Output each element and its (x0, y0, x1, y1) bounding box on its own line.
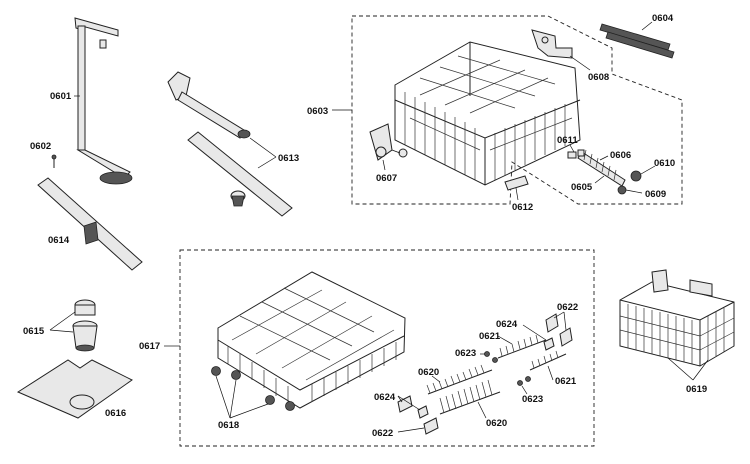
label-0620-upper: 0620 (418, 367, 439, 378)
label-0623-lower: 0623 (522, 394, 543, 405)
label-0621-lower: 0621 (555, 376, 577, 387)
leader-0604 (641, 21, 653, 31)
leader-0618c (229, 403, 269, 419)
label-0622-upper: 0622 (557, 302, 578, 313)
leader-0622a (553, 311, 565, 319)
label-0623-upper: 0623 (455, 348, 476, 359)
leader-0624a (522, 324, 547, 341)
spray-arm-assembly-0613 (167, 71, 293, 217)
leader-0615a (49, 311, 76, 331)
leader-0620a (431, 375, 441, 383)
leader-0623b (521, 385, 528, 395)
leader-0621b (547, 365, 554, 381)
label-0618: 0618 (218, 420, 239, 431)
label-0602: 0602 (30, 141, 51, 152)
cutlery-basket-0619 (619, 269, 735, 367)
end-cap-0624-lower (397, 395, 429, 419)
lower-rack-group-outline (179, 249, 595, 447)
label-0614: 0614 (48, 235, 70, 246)
filter-0615 (72, 299, 98, 352)
clip-0611 (567, 149, 585, 159)
label-0615: 0615 (23, 326, 45, 337)
leader-0605 (594, 175, 605, 184)
upper-rack-basket (394, 41, 581, 186)
leader-0613b (257, 156, 277, 169)
pin-0623-lower (517, 376, 531, 386)
tine-row-0620-upper (426, 364, 493, 395)
part-0612 (504, 175, 529, 191)
leader-0621a (497, 335, 513, 345)
leader-0611 (569, 144, 575, 153)
leader-0610 (640, 165, 656, 175)
leader-0608 (569, 55, 591, 71)
hinge-clip-0622-lower (423, 417, 439, 435)
label-0608: 0608 (588, 72, 609, 83)
label-0607: 0607 (376, 173, 397, 184)
rack-adjuster-0607 (369, 123, 408, 161)
label-0601: 0601 (50, 91, 72, 102)
label-0617: 0617 (139, 341, 160, 352)
leader-0607 (382, 159, 386, 171)
leader-0615b (49, 329, 74, 333)
label-0624-lower: 0624 (374, 392, 396, 403)
leader-0618b (229, 379, 237, 419)
label-0612: 0612 (512, 202, 533, 213)
label-0624-upper: 0624 (496, 319, 518, 330)
rack-wheels-0618 (211, 366, 295, 411)
leader-0624c (397, 395, 421, 411)
lower-rack-basket (217, 271, 406, 409)
hinge-clip-0622-upper (545, 313, 573, 347)
label-0613: 0613 (278, 153, 299, 164)
label-0603: 0603 (307, 106, 328, 117)
leader-0612 (515, 187, 519, 201)
leader-0606 (599, 155, 609, 161)
roller-0610 (630, 170, 642, 182)
leader-0613a (249, 137, 277, 158)
label-0621-upper: 0621 (479, 331, 501, 342)
leader-0619a (667, 357, 694, 381)
label-0610: 0610 (654, 158, 675, 169)
tine-row-0604 (599, 23, 675, 59)
tine-row-0621-lower (529, 350, 567, 371)
tine-row-0621-upper (497, 334, 547, 359)
leader-0622c (397, 427, 425, 433)
spray-tube-0601 (74, 17, 133, 185)
label-0609: 0609 (645, 189, 666, 200)
leader-0620b (477, 401, 487, 419)
leader-0624b (397, 395, 403, 403)
label-0606: 0606 (610, 150, 631, 161)
label-0619: 0619 (686, 384, 707, 395)
label-0605: 0605 (571, 182, 593, 193)
label-0616: 0616 (105, 408, 126, 419)
pin-0623-upper (484, 351, 498, 363)
label-0622-lower: 0622 (372, 428, 393, 439)
leader-0609 (625, 189, 643, 194)
leader-0619b (692, 359, 709, 381)
screen-plate-0616 (16, 359, 133, 419)
screw-0602 (51, 154, 57, 168)
leader-0622b (563, 311, 567, 331)
leader-0618a (215, 375, 231, 419)
roller-0609 (617, 185, 627, 195)
label-0620-lower: 0620 (486, 418, 507, 429)
tine-row-0620-lower (439, 379, 501, 415)
lower-spray-arm-0614 (37, 177, 143, 271)
label-0604: 0604 (652, 13, 674, 24)
rack-adjuster-0608 (531, 29, 573, 59)
upper-rack-group-outline (351, 15, 683, 205)
label-0611: 0611 (557, 135, 578, 146)
end-cap-0624-upper (543, 337, 555, 351)
